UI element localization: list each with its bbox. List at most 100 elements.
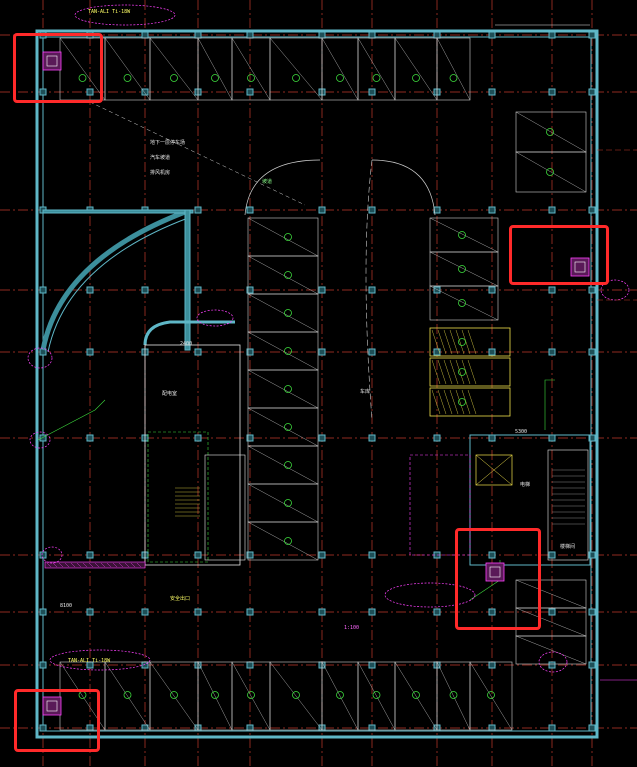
stall-number-marker [170, 691, 178, 699]
leader-line [544, 379, 555, 430]
stall-diagonal [357, 37, 396, 101]
stall-diagonal [247, 445, 319, 485]
ramp-slope-line [89, 101, 306, 206]
column [588, 551, 596, 559]
column [588, 608, 596, 616]
stall-diagonal [269, 661, 323, 731]
highlight-top-left [13, 33, 103, 103]
column [194, 434, 202, 442]
stall-diagonal [231, 661, 271, 731]
stall-number-marker [412, 74, 420, 82]
column [368, 286, 376, 294]
panel-symbol-right [574, 261, 586, 273]
column [39, 608, 47, 616]
hatch-line [467, 359, 477, 385]
column [318, 551, 326, 559]
column [588, 206, 596, 214]
revision-cloud [538, 651, 568, 673]
hatch-line [106, 562, 112, 568]
stall-diagonal [197, 37, 233, 101]
stall-number-marker [449, 74, 458, 82]
highlight-right-middle [509, 225, 609, 285]
column [433, 206, 441, 214]
stall-number-marker [284, 309, 292, 317]
column [141, 608, 149, 616]
column [548, 551, 556, 559]
ramp-curve [371, 159, 436, 216]
panel-symbol-bottom-left [46, 700, 58, 712]
parking-stall-right [515, 635, 587, 665]
stall-diagonal [515, 111, 587, 153]
column [368, 551, 376, 559]
hatch-line [130, 562, 136, 568]
stall-diagonal [59, 37, 106, 101]
column [548, 286, 556, 294]
room-distribution-label: 配电室 [162, 391, 178, 397]
column [141, 31, 149, 39]
stall-number-marker [372, 691, 381, 699]
stall-number-marker [123, 691, 132, 699]
hatch-line [455, 389, 465, 415]
column [86, 434, 94, 442]
accessible-stall [429, 327, 511, 357]
column [39, 724, 47, 732]
column [368, 608, 376, 616]
hatch-line [455, 359, 465, 385]
stall-number-marker [284, 385, 292, 393]
hatch-line [112, 562, 118, 568]
equipment-panel-symbol [42, 51, 62, 71]
column [194, 608, 202, 616]
stall-number-marker [284, 347, 292, 355]
stall-number-marker [458, 265, 466, 273]
stall-diagonal [515, 151, 587, 193]
stall-diagonal [247, 331, 319, 371]
stall-number-marker [211, 74, 219, 82]
stall-diagonal [247, 483, 319, 523]
hatch-line [461, 329, 471, 355]
revision-cloud [384, 582, 476, 608]
room-garage-label: 车库 [360, 389, 371, 395]
stall-diagonal [515, 635, 587, 665]
stall-diagonal [429, 285, 499, 321]
column [39, 551, 47, 559]
elevator-x [475, 454, 513, 486]
column [548, 724, 556, 732]
revision-cloud [41, 546, 63, 564]
column [588, 661, 596, 669]
stall-number-marker [284, 461, 292, 469]
hatch-line [94, 562, 100, 568]
column [141, 88, 149, 96]
stall-number-marker [487, 691, 495, 699]
hatch-line [437, 359, 447, 385]
ramp-centerline [365, 159, 373, 421]
column [548, 661, 556, 669]
column [318, 31, 326, 39]
hatch-line [431, 389, 441, 415]
parking-stall-right [515, 151, 587, 193]
column [548, 31, 556, 39]
column [588, 724, 596, 732]
stall-number-marker [78, 74, 87, 82]
column [246, 206, 254, 214]
column [368, 348, 376, 356]
hatch-line [64, 562, 70, 568]
column [588, 31, 596, 39]
stall-number-marker [458, 368, 466, 376]
column [433, 348, 441, 356]
hatch-line [118, 562, 124, 568]
ramp-label: 坡道 [262, 179, 273, 185]
stall-number-marker [546, 128, 554, 136]
stall-diagonal [104, 37, 151, 101]
stall-diagonal [269, 37, 323, 101]
hatch-line [437, 329, 447, 355]
column [246, 31, 254, 39]
hatch-line [46, 562, 52, 568]
stall-diagonal [247, 255, 319, 295]
dim-label-2: 5300 [515, 429, 528, 435]
column [488, 31, 496, 39]
wall-segment [42, 209, 194, 214]
stall-number-marker [247, 74, 255, 82]
column [318, 608, 326, 616]
stall-diagonal [104, 661, 151, 731]
